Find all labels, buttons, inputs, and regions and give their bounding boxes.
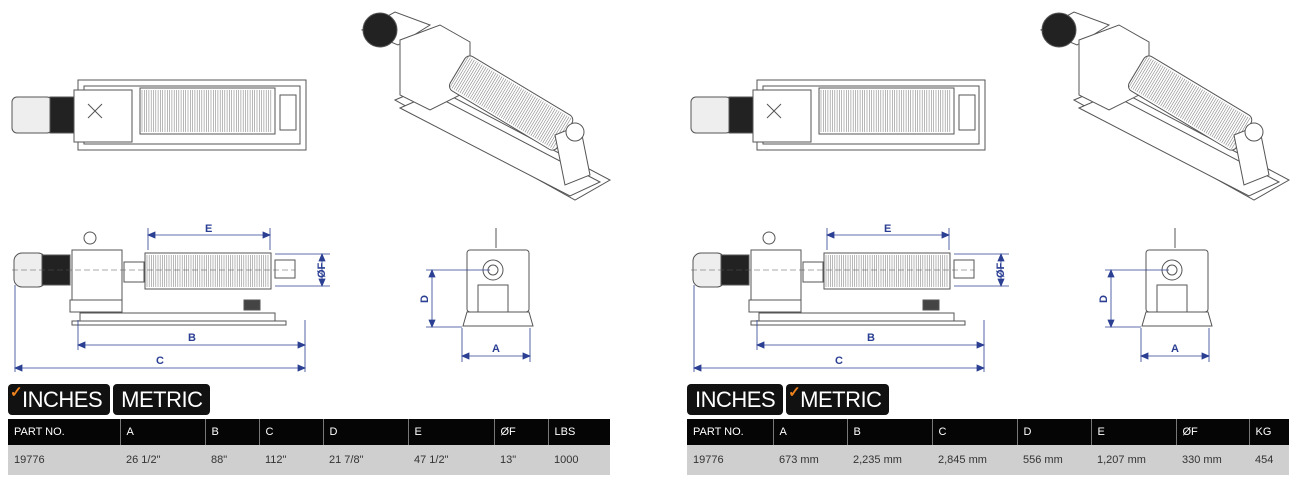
header-a: A: [772, 419, 847, 445]
dim-label-f: ØF: [995, 262, 1007, 278]
end-view: [1141, 228, 1213, 327]
header-d: D: [1016, 419, 1091, 445]
cell-weight: 1000: [548, 445, 610, 475]
header-a: A: [119, 419, 205, 445]
cell-c: 112": [259, 445, 323, 475]
dim-label-a: A: [492, 343, 500, 355]
header-f: ØF: [493, 419, 548, 445]
header-weight: LBS: [547, 419, 610, 445]
winch-drawings: E ØF B C D A: [690, 11, 1291, 372]
table-header-row: PART NO. A B C D E ØF LBS: [8, 419, 610, 445]
dimension-lines: [13, 228, 532, 372]
cell-weight: 454: [1249, 445, 1289, 475]
isometric-view: [1039, 11, 1291, 201]
end-view: [462, 228, 534, 327]
cell-d: 556 mm: [1017, 445, 1091, 475]
header-e: E: [407, 419, 494, 445]
header-c: C: [258, 419, 323, 445]
spec-table: PART NO. A B C D E ØF LBS 19776 26 1/2" …: [8, 419, 610, 475]
top-view: [11, 79, 307, 151]
check-icon: ✓: [788, 384, 801, 401]
cell-b: 88": [205, 445, 259, 475]
header-f: ØF: [1175, 419, 1249, 445]
dim-label-b: B: [188, 332, 196, 344]
dim-label-c: C: [835, 355, 843, 367]
side-view: [691, 231, 975, 326]
unit-tabs: INCHES ✓METRIC: [687, 384, 890, 415]
cell-c: 2,845 mm: [932, 445, 1017, 475]
header-part-no: PART NO.: [687, 419, 773, 445]
cell-f: 13": [494, 445, 548, 475]
metric-panel: E ØF B C D A INCHES ✓METRIC PART NO. A B…: [679, 0, 1298, 489]
table-row: 19776 673 mm 2,235 mm 2,845 mm 556 mm 1,…: [687, 445, 1289, 475]
cell-a: 26 1/2": [120, 445, 205, 475]
winch-drawings: E ØF B C D A: [11, 11, 612, 372]
cell-a: 673 mm: [773, 445, 847, 475]
tab-label: INCHES: [22, 386, 103, 412]
dim-label-a: A: [1171, 343, 1179, 355]
spec-table: PART NO. A B C D E ØF KG 19776 673 mm 2,…: [687, 419, 1289, 475]
dim-label-d: D: [419, 295, 431, 303]
side-view: [12, 231, 296, 326]
cell-f: 330 mm: [1176, 445, 1249, 475]
header-part-no: PART NO.: [8, 419, 120, 445]
header-weight: KG: [1248, 419, 1289, 445]
cell-d: 21 7/8": [323, 445, 408, 475]
dim-label-e: E: [205, 223, 212, 235]
dim-label-b: B: [867, 332, 875, 344]
cell-b: 2,235 mm: [847, 445, 932, 475]
cell-part-no: 19776: [8, 445, 120, 475]
check-icon: ✓: [10, 384, 23, 401]
isometric-view: [360, 11, 612, 201]
cell-e: 1,207 mm: [1091, 445, 1176, 475]
cell-part-no: 19776: [687, 445, 773, 475]
dim-label-e: E: [884, 223, 891, 235]
dim-label-f: ØF: [316, 262, 328, 278]
dimension-lines: [692, 228, 1211, 372]
tab-inches[interactable]: INCHES: [687, 384, 784, 415]
unit-tabs: ✓INCHES METRIC: [8, 384, 211, 415]
table-header-row: PART NO. A B C D E ØF KG: [687, 419, 1289, 445]
header-d: D: [322, 419, 408, 445]
top-view: [690, 79, 986, 151]
cell-e: 47 1/2": [408, 445, 494, 475]
header-b: B: [846, 419, 932, 445]
header-c: C: [931, 419, 1017, 445]
inches-panel: E ØF B C D A ✓INCHES METRIC PART NO. A B…: [0, 0, 620, 489]
header-e: E: [1090, 419, 1176, 445]
header-b: B: [204, 419, 259, 445]
dim-label-c: C: [156, 355, 164, 367]
tab-label: INCHES: [695, 386, 776, 412]
table-row: 19776 26 1/2" 88" 112" 21 7/8" 47 1/2" 1…: [8, 445, 610, 475]
tab-label: METRIC: [121, 386, 203, 412]
tab-inches[interactable]: ✓INCHES: [8, 384, 111, 415]
tab-metric[interactable]: METRIC: [113, 384, 211, 415]
tab-label: METRIC: [800, 386, 882, 412]
tab-metric[interactable]: ✓METRIC: [786, 384, 890, 415]
dim-label-d: D: [1098, 295, 1110, 303]
